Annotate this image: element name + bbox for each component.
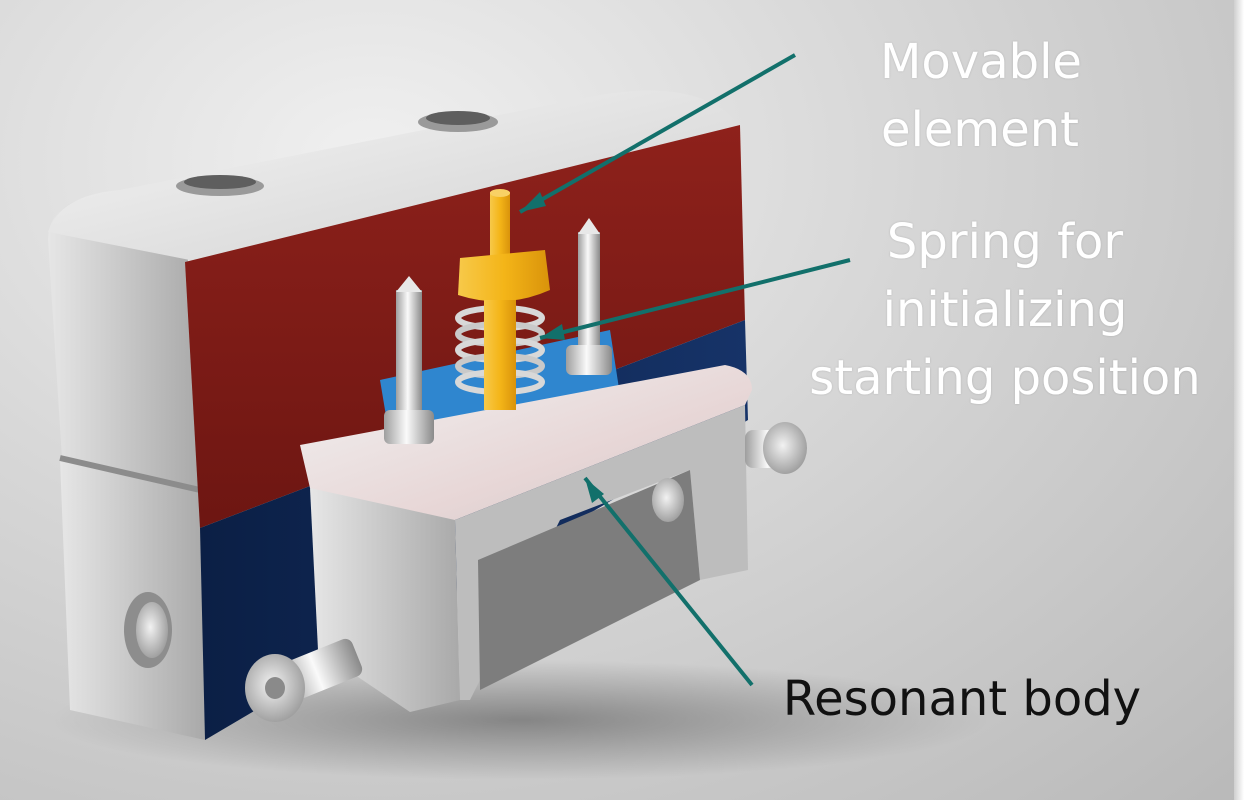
bracket-nut <box>652 478 684 522</box>
right-pin-shaft <box>578 232 600 357</box>
left-block-lower <box>60 460 205 740</box>
label-movable-element-line-1: Movable <box>880 34 1082 90</box>
leader-line-movable-element <box>519 53 796 214</box>
left-pin-shaft <box>396 290 422 420</box>
front-screw <box>245 638 363 722</box>
top-surface <box>48 90 740 262</box>
label-spring: Spring for initializing starting positio… <box>800 208 1210 412</box>
movable-element-head <box>458 250 550 302</box>
image-edge <box>1234 0 1244 800</box>
label-movable-element-line-2: element <box>881 102 1079 158</box>
leader-line-resonant-body <box>583 476 754 687</box>
right-pin-base <box>566 345 612 375</box>
left-block-upper <box>48 195 200 490</box>
movable-element-stem <box>490 192 510 262</box>
leader-line-spring <box>539 258 851 340</box>
resonant-body-underside <box>478 470 700 690</box>
resonant-body-plate <box>300 365 752 525</box>
label-movable-element: Movable element <box>880 28 1082 164</box>
label-spring-line-2: initializing <box>882 282 1128 338</box>
label-resonant-body: Resonant body <box>772 665 1152 733</box>
left-pin-base <box>384 410 434 444</box>
label-spring-line-1: Spring for <box>886 214 1124 270</box>
left-block-seam <box>59 455 201 493</box>
label-spring-line-3: starting position <box>809 350 1201 406</box>
movable-element-shaft <box>484 300 516 410</box>
label-resonant-body-text: Resonant body <box>782 671 1142 727</box>
right-screw <box>745 422 807 474</box>
